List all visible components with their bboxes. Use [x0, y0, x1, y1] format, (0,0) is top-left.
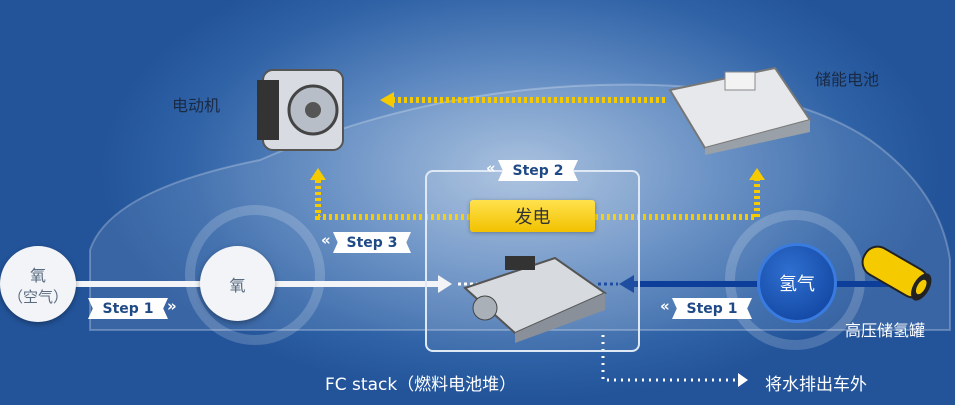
- chevrons-left-icon: «: [321, 231, 331, 249]
- step3-tag: Step 3: [333, 232, 411, 253]
- battery-label: 储能电池: [815, 70, 880, 89]
- tank-label: 高压储氢罐: [845, 321, 926, 340]
- oxygen-circle: 氧: [200, 246, 275, 321]
- power-flow-lines: [315, 97, 760, 220]
- oxygen-air-circle: 氧 （空气）: [0, 246, 76, 322]
- chevrons-left-icon: «: [486, 159, 496, 177]
- oxygen-text: 氧: [229, 275, 246, 295]
- battery-icon: [668, 66, 812, 155]
- oxygen-air-top: 氧: [29, 265, 46, 285]
- chevrons-right-icon: »: [167, 297, 177, 315]
- fc-stack-label: FC stack（燃料电池堆）: [325, 375, 517, 395]
- step2-tag: Step 2: [498, 160, 578, 181]
- motor-icon: [257, 69, 344, 151]
- fc-stack-icon: [463, 256, 608, 343]
- oxygen-air-bottom: （空气）: [7, 287, 68, 306]
- water-arrow-icon: [738, 373, 748, 387]
- step1-right-tag: Step 1: [672, 298, 752, 319]
- generate-power-label: 发电: [470, 200, 595, 232]
- step1-left-tag: Step 1: [88, 298, 168, 319]
- hydrogen-circle: 氢气: [757, 243, 837, 323]
- chevrons-left-icon: «: [660, 297, 670, 315]
- hydrogen-arrow-icon: [619, 275, 634, 293]
- motor-label: 电动机: [172, 96, 221, 115]
- arrow-up-motor-icon: [310, 168, 326, 180]
- water-label: 将水排出车外: [765, 375, 867, 395]
- arrow-up-battery-icon: [749, 168, 765, 180]
- hydrogen-tank-icon: [861, 245, 932, 301]
- arrow-to-motor-icon: [380, 92, 394, 108]
- oxygen-arrow-icon: [438, 275, 452, 293]
- hydrogen-text: 氢气: [779, 274, 815, 295]
